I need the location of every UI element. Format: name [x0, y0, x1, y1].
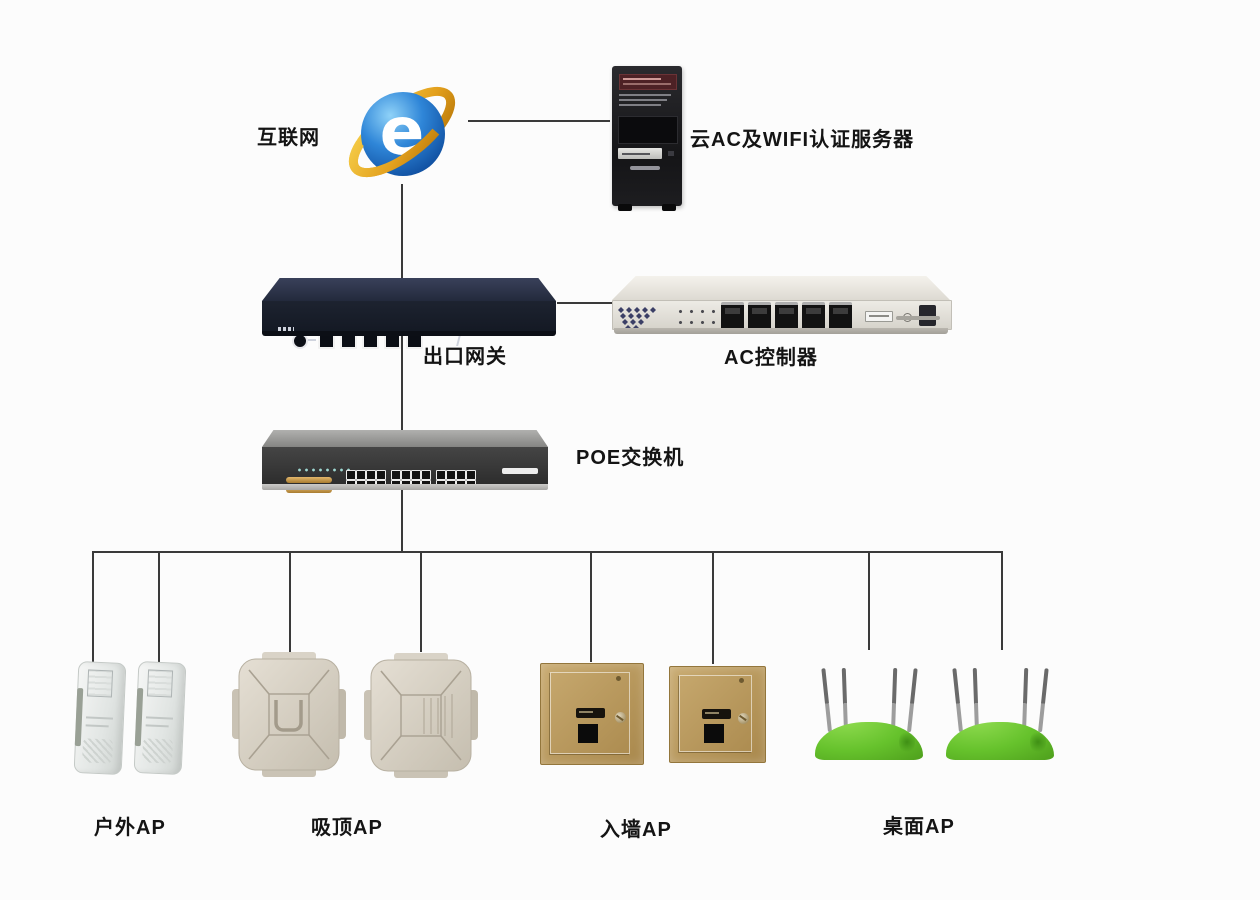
poe-switch-label-strip [286, 477, 332, 483]
ac-controller-device-icon [612, 276, 952, 336]
ac-controller-label: AC控制器 [724, 347, 818, 369]
internet-label: 互联网 [257, 127, 320, 149]
desktop-ap-icon-2 [946, 667, 1054, 760]
internet-explorer-icon: e [348, 86, 456, 178]
poe-switch-label-strip [286, 487, 332, 493]
ac-controller-vent [919, 305, 936, 326]
drop-ceiling-ap-2 [420, 551, 422, 652]
poe-switch-leds [296, 467, 352, 473]
antenna [1021, 667, 1028, 733]
in-wall-ap-label: 入墙AP [600, 819, 672, 841]
cloud-server-label: 云AC及WIFI认证服务器 [690, 129, 915, 151]
poe-switch-label: POE交换机 [576, 447, 685, 469]
gateway-ethernet-ports [318, 332, 423, 349]
antenna [906, 668, 917, 733]
server-bay-panel [618, 116, 678, 144]
in-wall-ap-icon-2 [669, 666, 766, 763]
antenna [952, 668, 963, 733]
outdoor-ap-icon-2 [133, 661, 187, 775]
outdoor-ap-icon-1 [73, 661, 127, 775]
line-gateway-poe-switch [401, 336, 403, 432]
ac-controller-ethernet-ports [721, 302, 852, 330]
ac-controller-usb-port [865, 311, 893, 322]
drop-wall-ap-2 [712, 551, 714, 664]
gateway-brand-mark [278, 327, 294, 334]
server-brand-mark [630, 166, 660, 170]
ac-controller-leds [675, 306, 715, 324]
desktop-ap-label: 桌面AP [883, 816, 955, 838]
drop-ceiling-ap-1 [289, 551, 291, 652]
antenna [841, 667, 848, 733]
gateway-label: 出口网关 [423, 346, 507, 368]
ac-controller-brand-mark [896, 316, 940, 320]
line-poe-switch-bus [401, 489, 403, 553]
server-optical-drive [618, 148, 662, 159]
antenna [1037, 668, 1048, 733]
tower-server-icon [612, 66, 682, 211]
ceiling-ap-label: 吸顶AP [311, 817, 383, 839]
drop-desktop-ap-2 [1001, 551, 1003, 650]
antenna [821, 668, 832, 733]
poe-switch-device-icon [262, 430, 548, 493]
ceiling-ap-icon-1 [232, 652, 346, 777]
gateway-device-icon [262, 278, 556, 349]
ceiling-ap-icon-2 [364, 653, 478, 778]
antenna [890, 667, 897, 733]
server-front-label [619, 74, 677, 90]
outdoor-ap-label: 户外AP [94, 817, 166, 839]
poe-switch-model-mark [502, 468, 538, 474]
in-wall-ap-icon-1 [540, 663, 644, 765]
drop-desktop-ap-1 [868, 551, 870, 650]
antenna [972, 667, 979, 733]
drop-outdoor-ap-1 [92, 551, 94, 662]
line-internet-gateway [401, 184, 403, 288]
drop-outdoor-ap-2 [158, 551, 160, 662]
line-gateway-ac-controller [557, 302, 618, 304]
line-ap-bus [92, 551, 1003, 553]
desktop-ap-icon-1 [815, 667, 923, 760]
line-internet-server [468, 120, 610, 122]
drop-wall-ap-1 [590, 551, 592, 662]
